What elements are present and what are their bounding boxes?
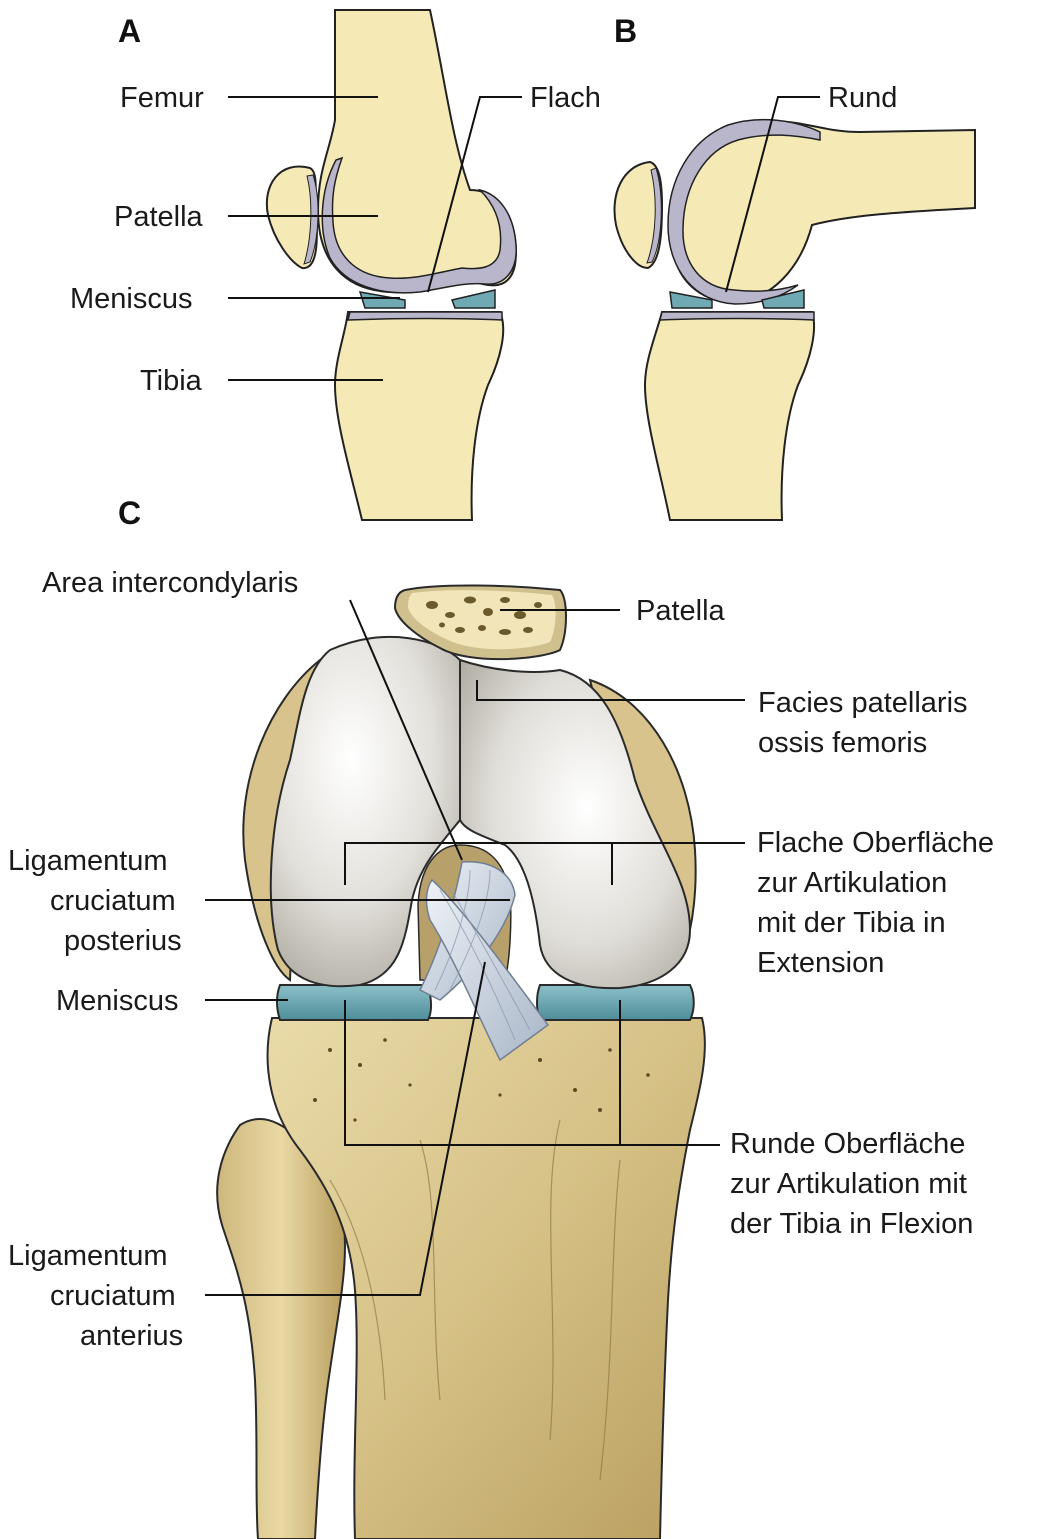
label-meniscus-c: Meniscus xyxy=(56,985,179,1017)
label-round-line3: der Tibia in Flexion xyxy=(730,1208,973,1240)
label-tibia: Tibia xyxy=(140,365,203,397)
panel-b: B Rund xyxy=(614,13,975,520)
label-patella-a: Patella xyxy=(114,201,204,233)
label-round-line1: Runde Oberfläche xyxy=(730,1128,965,1160)
label-lig-ant-line2: cruciatum xyxy=(50,1280,176,1312)
femur-shape-a xyxy=(318,10,516,293)
meniscus-lateral-c xyxy=(277,985,431,1020)
tibia-shape-a xyxy=(335,312,503,520)
panel-c-letter: C xyxy=(118,495,141,531)
label-flat-line4: Extension xyxy=(757,947,884,979)
panel-a: A Femur Patella Meniscus Tibia Flach xyxy=(70,10,601,520)
label-rund: Rund xyxy=(828,82,897,114)
label-flach: Flach xyxy=(530,82,601,114)
label-flat-line3: mit der Tibia in xyxy=(757,907,946,939)
meniscus-medial-c xyxy=(537,985,694,1020)
meniscus-right-a xyxy=(452,290,495,308)
meniscus-left-a xyxy=(360,292,405,308)
label-lig-ant-line1: Ligamentum xyxy=(8,1240,168,1272)
label-flat-line1: Flache Oberfläche xyxy=(757,827,994,859)
panel-b-letter: B xyxy=(614,13,637,49)
label-lig-post-line3: posterius xyxy=(64,925,182,957)
label-patella-c: Patella xyxy=(636,595,726,627)
label-round-line2: zur Artikulation mit xyxy=(730,1168,967,1200)
label-lig-post-line1: Ligamentum xyxy=(8,845,168,877)
label-area-intercondylaris: Area intercondylaris xyxy=(42,567,298,599)
label-facies-line2: ossis femoris xyxy=(758,727,927,759)
label-facies-line1: Facies patellaris xyxy=(758,687,968,719)
label-lig-post-line2: cruciatum xyxy=(50,885,176,917)
panel-a-letter: A xyxy=(118,13,141,49)
label-flat-line2: zur Artikulation xyxy=(757,867,947,899)
tibia-cartilage-b xyxy=(660,312,814,320)
tibia-shape-b xyxy=(645,312,814,520)
panel-c: C xyxy=(8,495,994,1539)
label-meniscus-a: Meniscus xyxy=(70,283,193,315)
label-femur: Femur xyxy=(120,82,204,114)
label-lig-ant-line3: anterius xyxy=(80,1320,183,1352)
tibia-cartilage-a xyxy=(348,312,502,320)
